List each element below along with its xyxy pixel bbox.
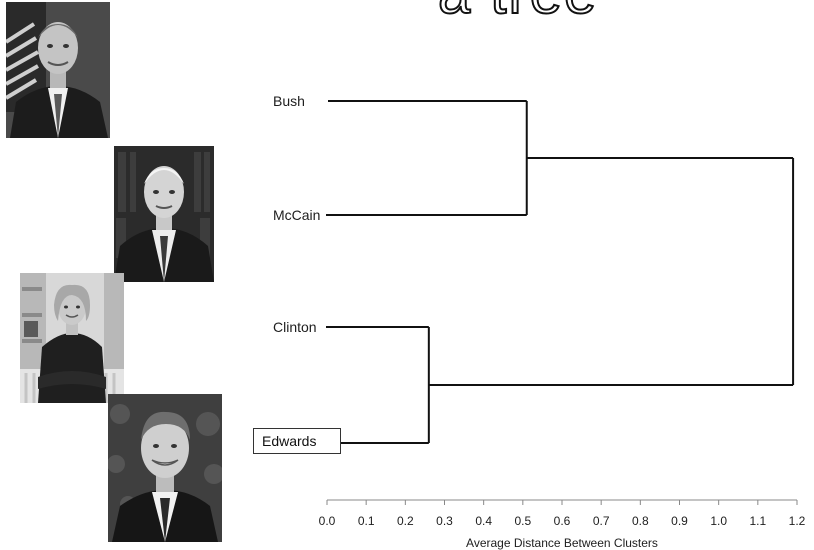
x-tick-label: 1.1 [749, 514, 766, 528]
leaf-label-mccain: McCain [273, 207, 320, 223]
x-tick-label: 0.3 [436, 514, 453, 528]
x-tick-label: 0.1 [358, 514, 375, 528]
dendrogram-links [326, 100, 795, 444]
x-tick-label: 1.2 [789, 514, 806, 528]
x-tick-label: 0.7 [593, 514, 610, 528]
leaf-label-bush: Bush [273, 93, 305, 109]
x-tick-label: 0.8 [632, 514, 649, 528]
bush-portrait-photo [6, 2, 110, 138]
x-tick-label: 0.4 [475, 514, 492, 528]
x-tick-label: 0.6 [554, 514, 571, 528]
mccain-portrait-photo [114, 146, 214, 282]
x-axis: 0.0 0.1 0.2 0.3 0.4 0.5 0.6 0.7 0.8 0.9 1.0 1.1 1.2A… [319, 499, 806, 550]
x-tick-label: 1.0 [710, 514, 727, 528]
x-tick-label: 0.0 [319, 514, 336, 528]
x-tick-label: 0.5 [514, 514, 531, 528]
edwards-portrait-photo [108, 394, 222, 542]
clinton-portrait-photo [20, 273, 124, 403]
edwards-highlighted-label: Edwards [253, 428, 341, 454]
x-tick-label: 0.2 [397, 514, 414, 528]
leaf-label-clinton: Clinton [273, 319, 317, 335]
x-axis-title: Average Distance Between Clusters [466, 536, 658, 550]
slide-title: a tree [437, 0, 598, 27]
x-tick-label: 0.9 [671, 514, 688, 528]
